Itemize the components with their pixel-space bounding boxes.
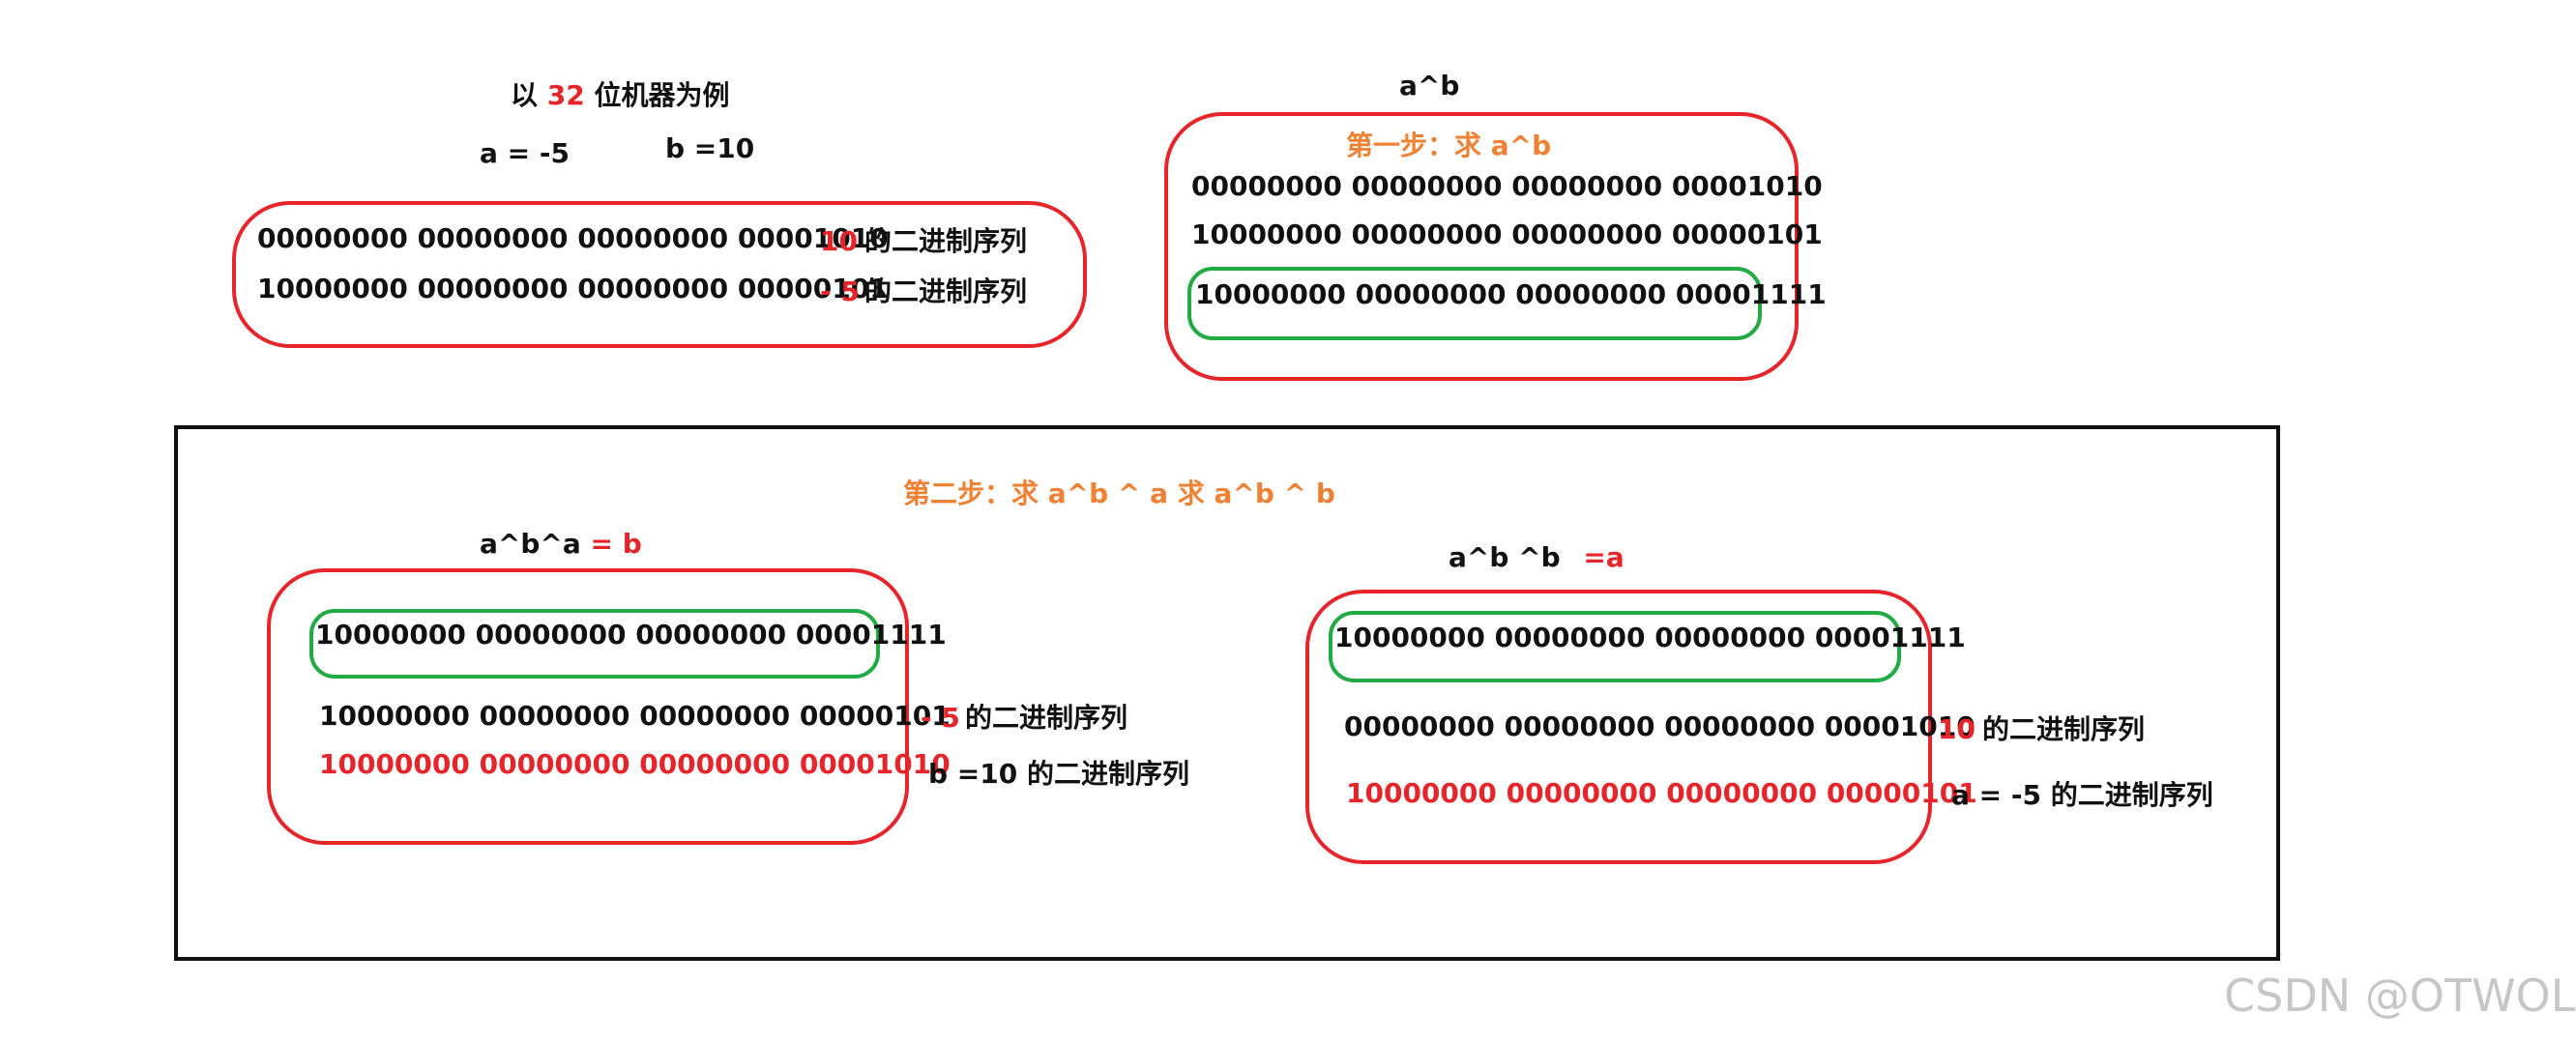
abb-result: =a [1583,541,1625,573]
b-definition: b =10 [665,132,755,164]
ten-number: 10 [820,225,858,257]
ten-bits: 00000000 00000000 00000000 00001010 [257,222,889,254]
minus-five-bits: 10000000 00000000 00000000 00000101 [257,273,889,304]
aba-xor-bits: 10000000 00000000 00000000 00001111 [315,619,947,651]
abb-a-label: a = -5 的二进制序列 [1951,779,2213,811]
xor-header: a^b [1399,70,1460,101]
watermark: CSDN @OTWOL [2224,970,2576,1022]
aba-a-number: - 5 [921,702,960,734]
aba-result: = b [590,528,642,560]
a-definition: a = -5 [480,137,570,169]
xor-oval [1164,112,1799,381]
aba-header: a^b^a = b [480,528,642,561]
ten-label: 的二进制序列 [864,225,1028,257]
aba-a-bits: 10000000 00000000 00000000 00000101 [319,700,951,732]
aba-expr: a^b^a [480,528,581,560]
abb-expr: a^b ^b [1449,541,1561,573]
machine-title-prefix: 以 [511,79,539,111]
abb-b-bits: 00000000 00000000 00000000 00001010 [1344,710,1976,742]
aba-oval [267,568,909,845]
machine-title-suffix: 位机器为例 [594,79,730,111]
xor-b-bits: 10000000 00000000 00000000 00000101 [1191,218,1823,250]
xor-result-box [1187,267,1762,340]
aba-result-bits: 10000000 00000000 00000000 00001010 [319,748,951,780]
step2-label: 第二步：求 a^b ^ a 求 a^b ^ b [903,478,1335,509]
aba-xor-box [309,609,880,679]
machine-title: 以 32 位机器为例 [511,79,730,112]
aba-a-label: 的二进制序列 [965,702,1128,734]
minus-five-number: - 5 [820,275,860,307]
step2-frame [174,425,2280,961]
machine-bits: 32 [546,79,585,111]
abb-b-number: 10 [1938,713,1976,745]
abb-xor-box [1329,611,1901,682]
abb-oval [1305,590,1932,864]
abb-b-label: 的二进制序列 [1982,713,2146,745]
aba-b-label: b =10 的二进制序列 [928,758,1189,790]
step1-label: 第一步：求 a^b [1346,130,1552,161]
abb-xor-bits: 10000000 00000000 00000000 00001111 [1334,622,1966,653]
minus-five-label: 的二进制序列 [864,275,1028,307]
xor-a-bits: 00000000 00000000 00000000 00001010 [1191,170,1823,202]
xor-result-bits: 10000000 00000000 00000000 00001111 [1195,278,1827,310]
abb-result-bits: 10000000 00000000 00000000 00000101 [1346,777,1977,809]
binary-group-oval [232,201,1087,348]
abb-header: a^b ^b =a [1449,541,1625,574]
